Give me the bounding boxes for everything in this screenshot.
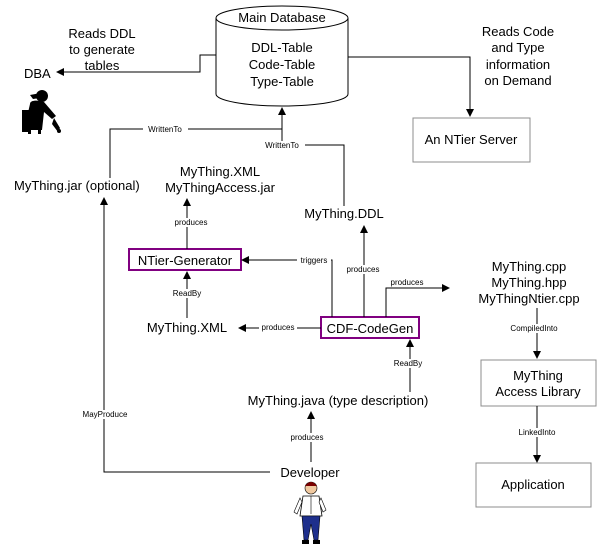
developer-person-icon	[293, 481, 327, 544]
dba-note-line-3: tables	[85, 58, 120, 73]
ntier-server-box	[412, 117, 531, 163]
label-produces-java: produces	[291, 433, 324, 442]
node-xml: MyThing.XML	[147, 320, 227, 335]
edge-ddl-written-to	[278, 107, 345, 206]
label-compiled-into: CompiledInto	[510, 324, 558, 333]
node-generator-output-xml: MyThing.XML	[180, 164, 260, 179]
label-written-to-ddl: WrittenTo	[265, 141, 299, 150]
database-table-code: Code-Table	[249, 57, 316, 72]
dba-person-icon	[22, 90, 61, 134]
label-produces-cpp: produces	[391, 278, 424, 287]
edge-codegen-produces-cpp	[385, 284, 450, 317]
dba-note-line-2: to generate	[69, 42, 135, 57]
ntier-generator-box	[128, 248, 242, 271]
access-library-box	[480, 359, 597, 407]
server-note-line-1: Reads Code	[482, 24, 554, 39]
node-ntier-cpp: MyThingNtier.cpp	[478, 291, 579, 306]
ntier-generator-label: NTier-Generator	[138, 253, 233, 268]
label-written-to-jar: WrittenTo	[148, 125, 182, 134]
application-label: Application	[501, 477, 565, 492]
server-note-line-2: and Type	[491, 40, 544, 55]
database-title: Main Database	[238, 10, 325, 25]
edge-compiled-into	[533, 308, 541, 359]
node-hpp: MyThing.hpp	[491, 275, 566, 290]
edge-jar-written-to	[109, 128, 282, 178]
edge-db-to-server	[348, 56, 474, 117]
server-note-line-3: information	[486, 57, 550, 72]
edge-java-read-by	[406, 339, 414, 392]
node-generator-output-jar: MyThingAccess.jar	[165, 180, 275, 195]
access-library-line-2: Access Library	[495, 384, 581, 399]
cdf-codegen-label: CDF-CodeGen	[327, 321, 414, 336]
label-triggers: triggers	[301, 256, 328, 265]
database-table-ddl: DDL-Table	[251, 40, 312, 55]
access-library-line-1: MyThing	[513, 368, 563, 383]
dba-label: DBA	[24, 66, 51, 81]
label-may-produce: MayProduce	[83, 410, 128, 419]
label-read-by-xml: ReadBy	[173, 289, 201, 298]
node-java: MyThing.java (type description)	[248, 393, 429, 408]
edge-labels: WrittenTo WrittenTo produces triggers pr…	[78, 125, 562, 442]
edge-may-produce	[100, 197, 270, 473]
node-developer: Developer	[280, 465, 340, 480]
dba-note-line-1: Reads DDL	[68, 26, 135, 41]
application-box	[475, 462, 592, 508]
label-produces-ddl: produces	[347, 265, 380, 274]
edge-db-to-dba	[56, 54, 216, 76]
node-ddl: MyThing.DDL	[304, 206, 383, 221]
label-produces-jar: produces	[175, 218, 208, 227]
server-note-line-4: on Demand	[484, 73, 551, 88]
label-linked-into: LinkedInto	[519, 428, 556, 437]
label-read-by-java: ReadBy	[394, 359, 422, 368]
node-jar: MyThing.jar (optional)	[14, 178, 140, 193]
main-database: Main Database DDL-Table Code-Table Type-…	[215, 5, 349, 107]
ntier-server-label: An NTier Server	[425, 132, 518, 147]
edge-codegen-produces-ddl	[360, 225, 368, 317]
node-cpp: MyThing.cpp	[492, 259, 566, 274]
database-table-type: Type-Table	[250, 74, 314, 89]
label-produces-xml: produces	[262, 323, 295, 332]
edge-codegen-triggers	[241, 256, 333, 317]
